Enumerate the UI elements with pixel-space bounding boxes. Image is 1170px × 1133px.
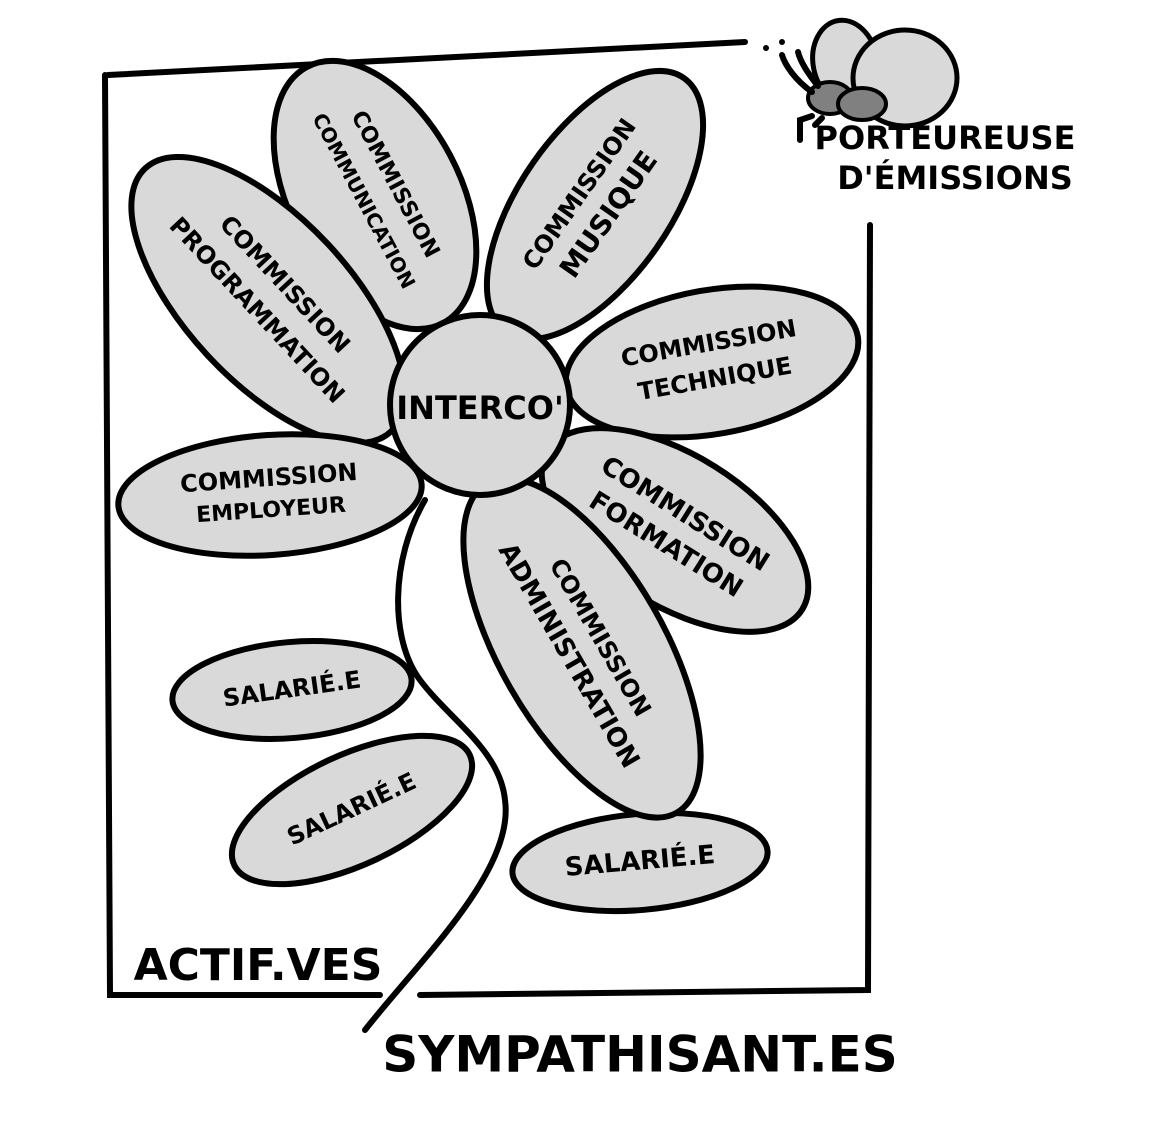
leaf-salarie-2: SALARIÉ.E	[228, 732, 476, 888]
svg-text:INTERCO': INTERCO'	[396, 389, 564, 427]
bee-label-line1: PORTEUREUSE	[815, 119, 1076, 157]
bee-icon	[763, 17, 960, 143]
petal-technique: COMMISSION TECHNIQUE	[562, 283, 862, 441]
center-interco: INTERCO'	[387, 312, 573, 498]
petal-employeur: COMMISSION EMPLOYEUR	[115, 431, 425, 559]
leaf-salarie-3: SALARIÉ.E	[509, 809, 771, 915]
actives-label: ACTIF.VES	[134, 940, 383, 991]
petal-administration: COMMISSION ADMINISTRATION	[460, 475, 704, 821]
leaf-salarie-1: SALARIÉ.E	[169, 638, 415, 742]
bee-label-line2: D'ÉMISSIONS	[837, 159, 1073, 197]
stem	[362, 497, 509, 1033]
sympathisants-label: SYMPATHISANT.ES	[382, 1026, 898, 1084]
actives-box	[102, 39, 873, 998]
petal-communication: COMMISSION COMMUNICATION	[270, 57, 480, 333]
